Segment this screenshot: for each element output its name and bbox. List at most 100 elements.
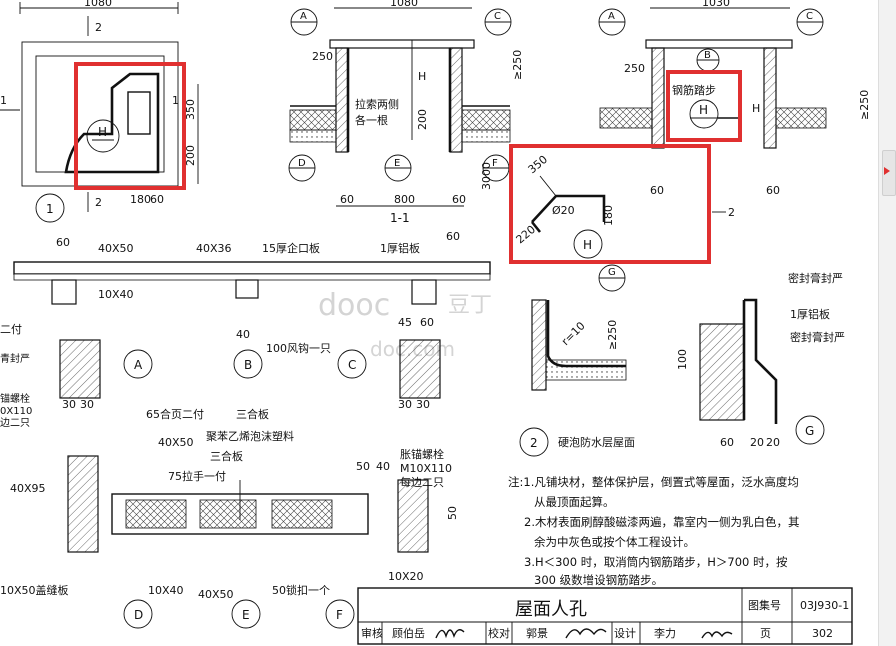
label-40x95: 40X95	[10, 482, 46, 495]
marker-b-sec2: B	[704, 50, 711, 61]
dim-50-a: 50	[356, 460, 370, 473]
designer-name: 李力	[654, 626, 676, 640]
dim-20-g2: 20	[766, 436, 780, 449]
label-foam: 聚苯乙烯泡沫塑料	[206, 429, 294, 443]
label-roof-2: 硬泡防水层屋面	[558, 435, 635, 449]
dim-60-lid-b: 60	[446, 230, 460, 243]
label-ply2: 三合板	[210, 449, 243, 463]
dim-30-c: 30	[398, 398, 412, 411]
section-mark-2-top: 2	[95, 21, 102, 34]
label-bolt-left-1: 锚螺栓	[0, 392, 30, 405]
dim-50-side: 50	[446, 506, 459, 520]
label-40x36: 40X36	[196, 242, 232, 255]
proof-label: 校对	[488, 626, 510, 640]
lid-plan: 65合页二付 三合板 40X50 聚苯乙烯泡沫塑料 三合板 75拉手一付 胀锚螺…	[0, 407, 459, 629]
label-ply1: 三合板	[236, 407, 269, 421]
proofer-signature	[565, 628, 607, 639]
marker-c-top-2: C	[806, 11, 813, 22]
highlight-box-plan	[74, 62, 186, 190]
note-3b: 300 级数增设钢筋踏步。	[534, 573, 663, 587]
view-marker-1: 1	[46, 202, 54, 216]
label-pair-left: 二付	[0, 323, 22, 336]
dim-60-g: 60	[720, 436, 734, 449]
dim-1080-b: 1080	[390, 0, 418, 9]
dim-350-plan: 350	[184, 99, 197, 120]
dim-800: 800	[394, 193, 415, 206]
design-label: 设计	[614, 627, 636, 640]
marker-e-plan: E	[242, 608, 250, 622]
dim-350-h: 350	[526, 153, 550, 176]
marker-f-plan: F	[336, 608, 343, 622]
label-steel-step: 钢筋踏步	[672, 83, 716, 97]
label-bolt-left-2: 0X110	[0, 406, 32, 417]
marker-a-top-2: A	[608, 11, 615, 22]
dim-60-sec-b: 60	[452, 193, 466, 206]
note-2b: 余为中灰色或按个体工程设计。	[534, 535, 695, 549]
dim-250-sec: 250	[312, 50, 333, 63]
note-1b: 从最顶面起算。	[534, 495, 615, 509]
reviewer-name: 顾伯岳	[392, 626, 425, 640]
label-40x50-c: 40X50	[198, 588, 234, 601]
plan-view-1: 1080 2 H 1 1 350 200 2 180 60 1	[0, 0, 199, 223]
section-1-1: 1080 A C 250 ≥250 H 拉索两侧 各一根 200 D E F 6…	[288, 0, 524, 225]
dim-1080-a: 1080	[84, 0, 112, 9]
atlas-number: 03J930-1	[800, 599, 849, 612]
title-block: 屋面人孔 图集号 03J930-1 审核 顾伯岳 校对 郭景 设计 李力 页 3…	[357, 587, 853, 645]
section-title-1-1: 1-1	[390, 211, 410, 225]
dim-60-sec-a: 60	[340, 193, 354, 206]
marker-g-detail: G	[805, 424, 814, 438]
note-3a: 3.H＜300 时，取消筒内钢筋踏步，H＞700 时，按	[524, 555, 788, 569]
dim-20-g1: 20	[750, 436, 764, 449]
scroll-position-marker-icon	[884, 167, 890, 175]
marker-h-sec2: H	[699, 103, 708, 117]
label-10x40-b: 10X40	[148, 584, 184, 597]
marker-d-sec: D	[298, 158, 306, 169]
label-bolt-left-3: 边二只	[0, 417, 30, 429]
designer-signature	[701, 631, 733, 639]
label-plank: 15厚企口板	[262, 241, 320, 255]
dim-h-sec2: H	[752, 102, 760, 115]
label-sealant-g1: 密封膏封严	[788, 271, 843, 285]
notes: 注:1.凡铺块材，整体保护层，倒置式等屋面，泛水高度均 从最顶面起算。 2.木材…	[508, 475, 799, 587]
detail-g-seal: 密封膏封严 1厚铝板 密封膏封严 100 60 20 20 G	[676, 271, 845, 449]
dim-ge250-d2: ≥250	[606, 320, 619, 350]
dim-30-d: 30	[416, 398, 430, 411]
label-sealant-left: 青封严	[0, 352, 30, 365]
label-hook: 100风钩一只	[266, 341, 331, 355]
view-marker-2: 2	[530, 436, 538, 450]
dim-60-lid: 60	[56, 236, 70, 249]
lid-section: 60 40X50 40X36 15厚企口板 1厚铝板 60 10X40 二付 4…	[0, 230, 491, 429]
cut-mark-1-left: 1	[0, 94, 7, 107]
proofer-name: 郭景	[526, 627, 548, 640]
label-sealant-g2: 密封膏封严	[790, 330, 845, 344]
label-40x50-b: 40X50	[158, 436, 194, 449]
dim-250-sec2: 250	[624, 62, 645, 75]
dim-ge250-sec2: ≥250	[858, 90, 871, 120]
label-bolt-1: 胀锚螺栓	[400, 447, 444, 461]
label-rope: 拉索两侧	[355, 97, 399, 111]
dim-100-g: 100	[676, 349, 689, 370]
marker-c-top: C	[494, 11, 501, 22]
dim-ge250-sec: ≥250	[511, 50, 524, 80]
marker-e-sec: E	[394, 158, 400, 169]
marker-g-d2: G	[608, 267, 616, 278]
dim-30-a: 30	[62, 398, 76, 411]
marker-b-lid: B	[244, 358, 252, 372]
vertical-scrollbar[interactable]	[878, 0, 896, 646]
dim-40-lid: 40	[236, 328, 250, 341]
atlas-label: 图集号	[748, 598, 781, 612]
marker-f-sec: F	[492, 158, 498, 169]
label-10x20: 10X20	[388, 570, 424, 583]
dim-r10: r=10	[559, 319, 588, 348]
watermark-cn: 豆丁	[448, 293, 492, 318]
dim-60-lid-c: 60	[420, 316, 434, 329]
detail-h-step: 350 Ø20 180 220 H 60 60 2	[509, 144, 780, 264]
note-2a: 2.木材表面刷醇酸磁漆两遍，靠室内一侧为乳白色，其	[524, 515, 799, 529]
section-mark-2-bottom: 2	[95, 196, 102, 209]
drawing-title: 屋面人孔	[515, 599, 587, 620]
dim-180: 180	[130, 193, 151, 206]
marker-a-top: A	[300, 11, 307, 22]
cut-mark-1-right: 1	[172, 94, 179, 107]
review-label: 审核	[361, 626, 383, 640]
